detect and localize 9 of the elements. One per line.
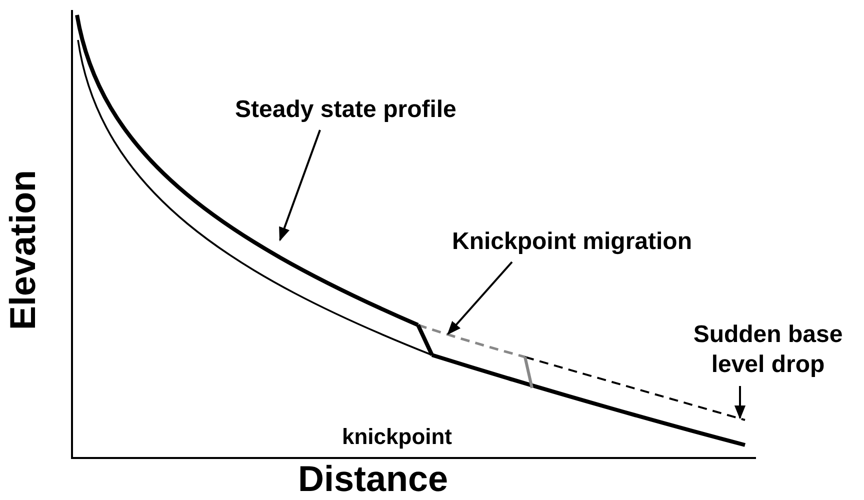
annotation-text: Knickpoint migration: [452, 228, 692, 256]
leader-arrow: [279, 130, 321, 242]
leader-arrow: [447, 261, 513, 336]
annotation-text: Steady state profile: [235, 96, 456, 124]
part-label: knickpoint: [342, 424, 452, 450]
annotation-text: Sudden base level drop: [672, 320, 864, 380]
leader-arrow: [734, 386, 746, 420]
axis-title: Elevation: [2, 170, 44, 330]
axis-title: Distance: [298, 458, 448, 500]
